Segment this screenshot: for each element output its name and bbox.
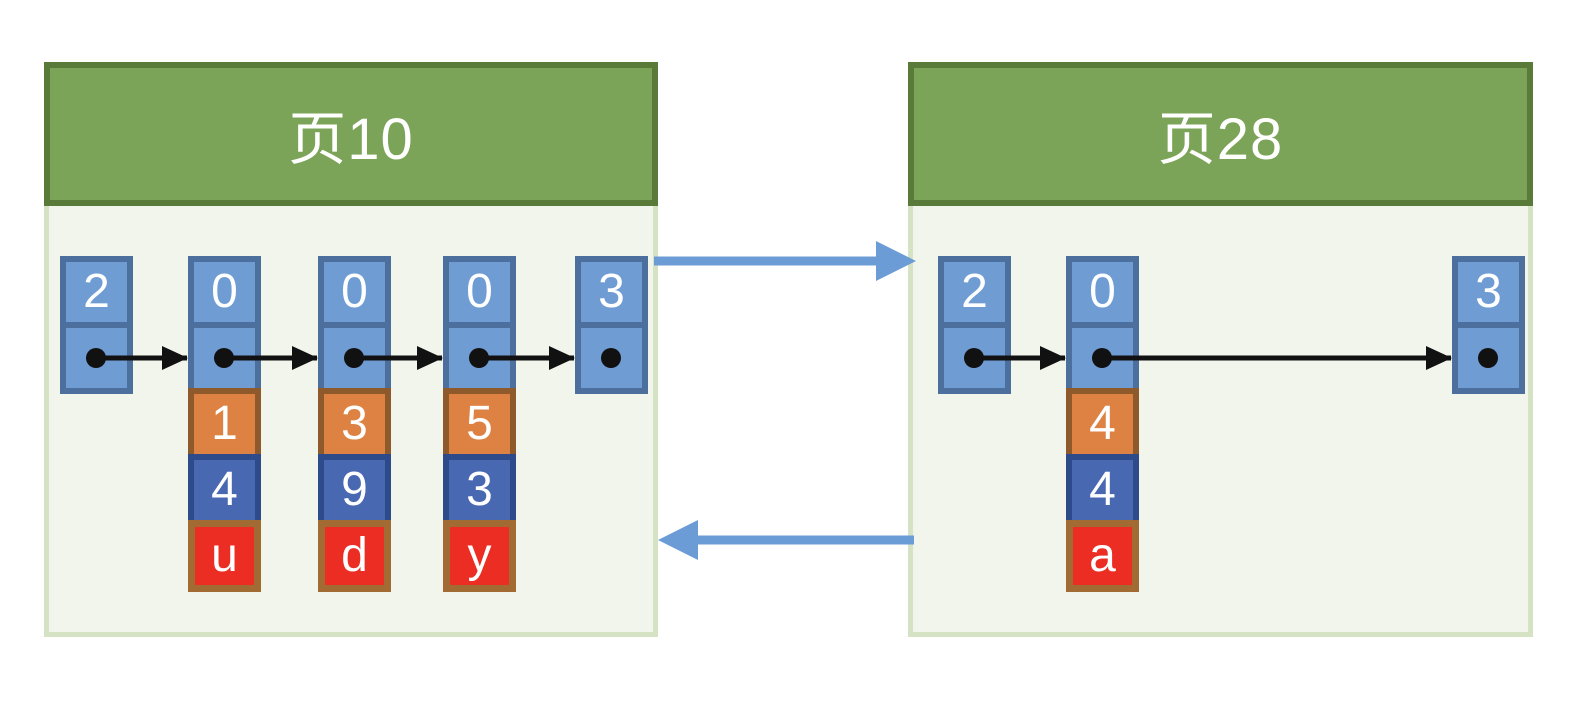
record-infimum: 2 (938, 256, 1011, 394)
record-column: 0 3 9 d (318, 256, 391, 592)
field-cell: d (318, 520, 391, 592)
record-type-cell: 3 (575, 256, 648, 328)
next-pointer-cell (318, 322, 391, 394)
record-column: 0 1 4 u (188, 256, 261, 592)
record-supremum: 3 (1452, 256, 1525, 394)
next-pointer-cell (575, 322, 648, 394)
field-cell: 4 (1066, 454, 1139, 526)
field-cell: a (1066, 520, 1139, 592)
page-10-header: 页10 (44, 62, 658, 206)
field-cell: u (188, 520, 261, 592)
next-pointer-cell (1452, 322, 1525, 394)
record-type-cell: 2 (938, 256, 1011, 328)
field-cell: 4 (188, 454, 261, 526)
page-10-title: 页10 (288, 107, 414, 172)
record-type-cell: 0 (188, 256, 261, 328)
field-cell: 9 (318, 454, 391, 526)
record-supremum: 3 (575, 256, 648, 394)
field-cell: 3 (443, 454, 516, 526)
page-28-header: 页28 (908, 62, 1533, 206)
page-28-title: 页28 (1157, 107, 1284, 172)
field-cell: y (443, 520, 516, 592)
field-cell: 1 (188, 388, 261, 460)
next-pointer-cell (443, 322, 516, 394)
record-type-cell: 3 (1452, 256, 1525, 328)
field-cell: 4 (1066, 388, 1139, 460)
next-pointer-cell (938, 322, 1011, 394)
page-28: 页28 (908, 62, 1533, 637)
record-type-cell: 0 (443, 256, 516, 328)
field-cell: 3 (318, 388, 391, 460)
next-pointer-cell (1066, 322, 1139, 394)
field-cell: 5 (443, 388, 516, 460)
record-type-cell: 2 (60, 256, 133, 328)
record-column: 0 5 3 y (443, 256, 516, 592)
record-infimum: 2 (60, 256, 133, 394)
next-pointer-cell (60, 322, 133, 394)
record-column: 0 4 4 a (1066, 256, 1139, 592)
record-type-cell: 0 (1066, 256, 1139, 328)
page-28-body (908, 206, 1533, 637)
next-pointer-cell (188, 322, 261, 394)
record-type-cell: 0 (318, 256, 391, 328)
